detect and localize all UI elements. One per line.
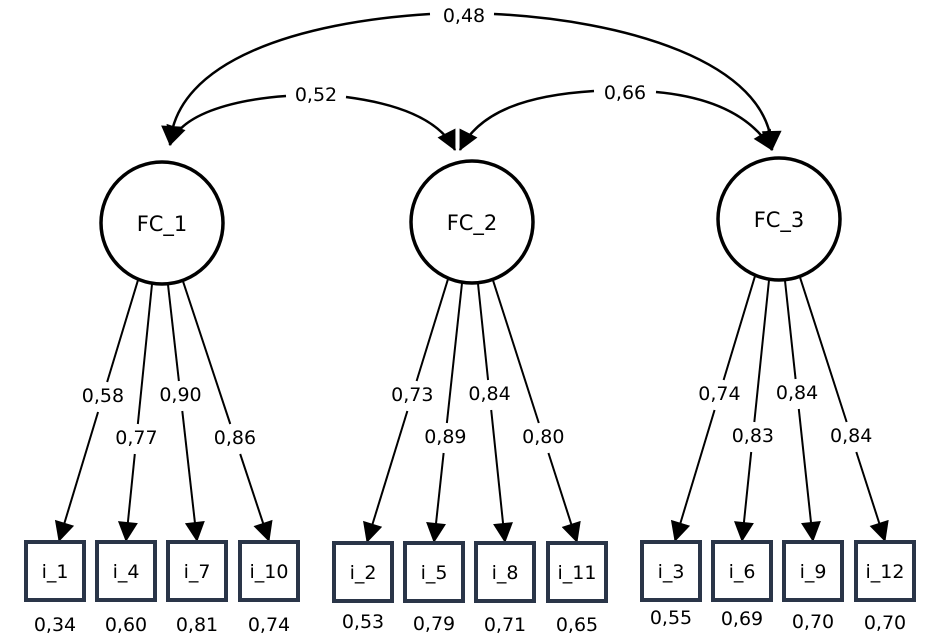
indicator-box — [782, 540, 844, 602]
correlation-value: 0,52 — [295, 84, 337, 106]
correlation-arc — [161, 12, 431, 146]
loading-arrow — [670, 409, 716, 542]
r-squared-value: 0,34 — [34, 614, 76, 636]
r-squared-value: 0,74 — [248, 614, 290, 636]
indicator-label: i_7 — [184, 561, 211, 583]
loading-value: 0,80 — [522, 426, 564, 448]
loading-value: 0,90 — [159, 384, 201, 406]
loading-path — [445, 283, 463, 424]
indicator-box — [24, 540, 86, 602]
loading-arrow — [490, 409, 513, 543]
correlation-arc — [166, 94, 287, 146]
r-squared-value: 0,70 — [864, 612, 906, 634]
loading-arrow — [181, 410, 205, 542]
loading-value: 0,84 — [468, 383, 510, 405]
loading-arrow — [426, 452, 446, 543]
loading-path — [799, 276, 848, 423]
r-squared-value: 0,70 — [792, 611, 834, 633]
indicator-box — [95, 540, 157, 602]
loading-arrow — [855, 451, 889, 542]
indicator-label: i_9 — [800, 561, 827, 583]
indicator-label: i_12 — [866, 561, 905, 583]
loading-path — [722, 275, 756, 381]
indicator-box — [474, 541, 536, 603]
latent-factor-fc-3 — [716, 156, 842, 282]
correlation-value: 0,66 — [604, 82, 646, 104]
indicator-label: i_10 — [250, 561, 289, 583]
loading-path — [106, 279, 139, 383]
indicator-box — [166, 540, 228, 602]
loading-arrow — [117, 453, 138, 542]
loading-arrow — [547, 452, 581, 543]
loading-path — [784, 280, 797, 380]
loading-path — [753, 280, 770, 423]
loading-value: 0,89 — [424, 426, 466, 448]
indicator-box — [854, 540, 916, 602]
correlation-arc — [458, 89, 595, 151]
loading-arrow — [54, 411, 100, 542]
r-squared-value: 0,69 — [721, 608, 763, 630]
indicator-label: i_1 — [42, 561, 69, 583]
r-squared-value: 0,79 — [413, 613, 455, 635]
loading-value: 0,58 — [82, 385, 124, 407]
loading-arrow — [239, 453, 273, 542]
loading-path — [182, 280, 232, 425]
loading-path — [477, 283, 490, 381]
r-squared-value: 0,71 — [484, 614, 526, 636]
correlation-value: 0,48 — [443, 5, 485, 27]
loading-arrow — [797, 408, 821, 542]
indicator-label: i_6 — [729, 561, 756, 583]
indicator-box — [640, 540, 702, 602]
indicator-box — [332, 541, 394, 603]
loading-arrow — [363, 410, 409, 543]
factor-label: FC_1 — [137, 212, 188, 237]
r-squared-value: 0,65 — [556, 614, 598, 636]
loading-value: 0,83 — [732, 425, 774, 447]
correlation-arc — [345, 95, 457, 151]
loading-arrow — [734, 451, 754, 542]
loading-value: 0,73 — [391, 384, 433, 406]
indicator-label: i_8 — [492, 562, 519, 584]
indicator-label: i_3 — [658, 561, 685, 583]
r-squared-value: 0,55 — [650, 607, 692, 629]
loading-path — [415, 278, 449, 382]
factor-label: FC_2 — [447, 211, 498, 236]
factor-label: FC_3 — [754, 208, 805, 233]
loading-path — [167, 284, 180, 382]
latent-factor-fc-1 — [99, 160, 225, 286]
indicator-label: i_2 — [350, 562, 377, 584]
indicator-box — [403, 541, 465, 603]
r-squared-value: 0,53 — [342, 611, 384, 633]
loading-value: 0,74 — [698, 383, 740, 405]
indicator-box — [238, 540, 300, 602]
indicator-label: i_5 — [421, 562, 448, 584]
indicator-box — [711, 540, 773, 602]
r-squared-value: 0,81 — [176, 614, 218, 636]
indicator-label: i_4 — [113, 561, 140, 583]
correlation-arc — [493, 12, 782, 151]
latent-factor-fc-2 — [409, 159, 535, 285]
indicator-label: i_11 — [558, 562, 597, 584]
loading-path — [136, 284, 153, 425]
correlation-arc — [655, 90, 774, 151]
indicator-box — [546, 541, 608, 603]
loading-value: 0,86 — [214, 427, 256, 449]
loading-value: 0,84 — [830, 425, 872, 447]
loading-path — [492, 279, 540, 424]
r-squared-value: 0,60 — [105, 614, 147, 636]
loading-value: 0,77 — [115, 427, 157, 449]
loading-value: 0,84 — [776, 382, 818, 404]
